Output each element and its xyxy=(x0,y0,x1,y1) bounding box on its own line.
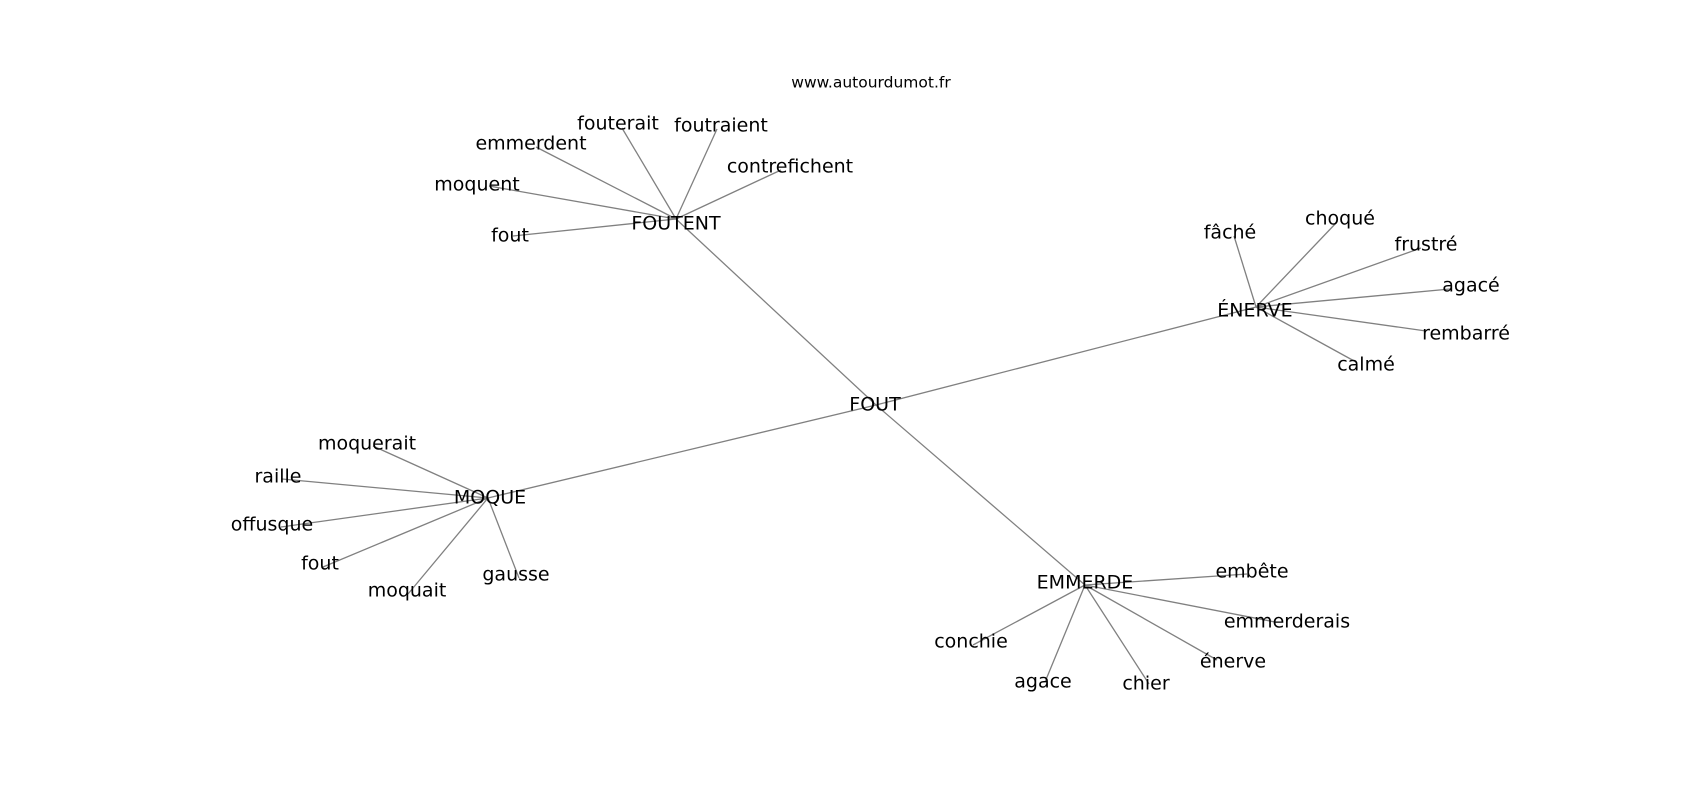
leaf-word-node[interactable]: contrefichent xyxy=(727,156,853,178)
edge-cluster-3-leaf-0 xyxy=(1084,573,1248,586)
edge-cluster-0-leaf-2 xyxy=(535,146,677,220)
edge-cluster-3-leaf-2 xyxy=(1084,584,1218,661)
edge-center-to-2 xyxy=(487,404,877,499)
edge-cluster-3-leaf-5 xyxy=(972,584,1086,646)
edge-cluster-3-leaf-4 xyxy=(1044,584,1086,683)
edge-cluster-0-leaf-5 xyxy=(675,169,782,220)
edge-cluster-0-leaf-3 xyxy=(621,127,677,220)
leaf-word-node[interactable]: agacé xyxy=(1442,275,1499,297)
leaf-word-node[interactable]: moquerait xyxy=(318,433,416,455)
edge-center-to-1 xyxy=(875,306,1257,406)
leaf-word-node[interactable]: fâché xyxy=(1204,222,1257,244)
leaf-word-node[interactable]: choqué xyxy=(1305,208,1375,230)
leaf-word-node[interactable]: énerve xyxy=(1200,651,1266,673)
edge-cluster-1-leaf-3 xyxy=(1255,288,1451,308)
edge-cluster-0-leaf-4 xyxy=(675,128,718,220)
edge-cluster-1-leaf-0 xyxy=(1233,235,1257,308)
center-word-node[interactable]: FOUT xyxy=(849,394,901,416)
edge-cluster-2-leaf-3 xyxy=(322,497,489,568)
leaf-word-node[interactable]: foutraient xyxy=(674,115,768,137)
leaf-word-node[interactable]: raille xyxy=(255,466,302,488)
cluster-word-node[interactable]: ÉNERVE xyxy=(1217,299,1292,322)
leaf-word-node[interactable]: moquent xyxy=(434,174,519,196)
edge-cluster-0-leaf-1 xyxy=(488,185,677,220)
leaf-word-node[interactable]: agace xyxy=(1014,671,1071,693)
leaf-word-node[interactable]: offusque xyxy=(231,514,313,536)
leaf-word-node[interactable]: calmé xyxy=(1337,354,1395,376)
leaf-word-node[interactable]: frustré xyxy=(1395,234,1458,256)
leaf-word-node[interactable]: conchie xyxy=(934,631,1008,653)
leaf-word-node[interactable]: fout xyxy=(301,553,339,575)
edge-cluster-2-leaf-1 xyxy=(281,478,489,499)
leaf-word-node[interactable]: moquait xyxy=(368,580,447,602)
leaf-word-node[interactable]: fouterait xyxy=(577,113,659,135)
source-watermark: www.autourdumot.fr xyxy=(791,74,951,92)
edge-cluster-2-leaf-0 xyxy=(372,445,489,499)
cluster-word-node[interactable]: EMMERDE xyxy=(1037,572,1134,594)
graph-edges xyxy=(280,127,1451,685)
edge-cluster-3-leaf-1 xyxy=(1084,584,1276,623)
leaf-word-node[interactable]: chier xyxy=(1122,673,1169,695)
edge-cluster-2-leaf-2 xyxy=(280,497,489,528)
cluster-word-node[interactable]: FOUTENT xyxy=(631,213,721,235)
edge-cluster-2-leaf-4 xyxy=(407,497,489,595)
edge-cluster-1-leaf-5 xyxy=(1255,306,1357,363)
cluster-word-node[interactable]: MOQUE xyxy=(454,487,526,509)
edge-cluster-0-leaf-0 xyxy=(512,218,677,237)
leaf-word-node[interactable]: fout xyxy=(491,225,529,247)
edge-center-to-0 xyxy=(675,218,877,406)
leaf-word-node[interactable]: emmerderais xyxy=(1224,611,1350,633)
edge-center-to-3 xyxy=(875,404,1086,586)
edge-cluster-1-leaf-4 xyxy=(1255,306,1427,332)
leaf-word-node[interactable]: emmerdent xyxy=(475,133,586,155)
edge-cluster-2-leaf-5 xyxy=(487,497,520,579)
edge-cluster-1-leaf-1 xyxy=(1255,221,1338,308)
leaf-word-node[interactable]: embête xyxy=(1215,561,1288,583)
edge-cluster-1-leaf-2 xyxy=(1255,247,1422,308)
leaf-word-node[interactable]: rembarré xyxy=(1422,323,1510,345)
leaf-word-node[interactable]: gausse xyxy=(482,564,549,586)
edge-cluster-3-leaf-3 xyxy=(1084,584,1150,685)
